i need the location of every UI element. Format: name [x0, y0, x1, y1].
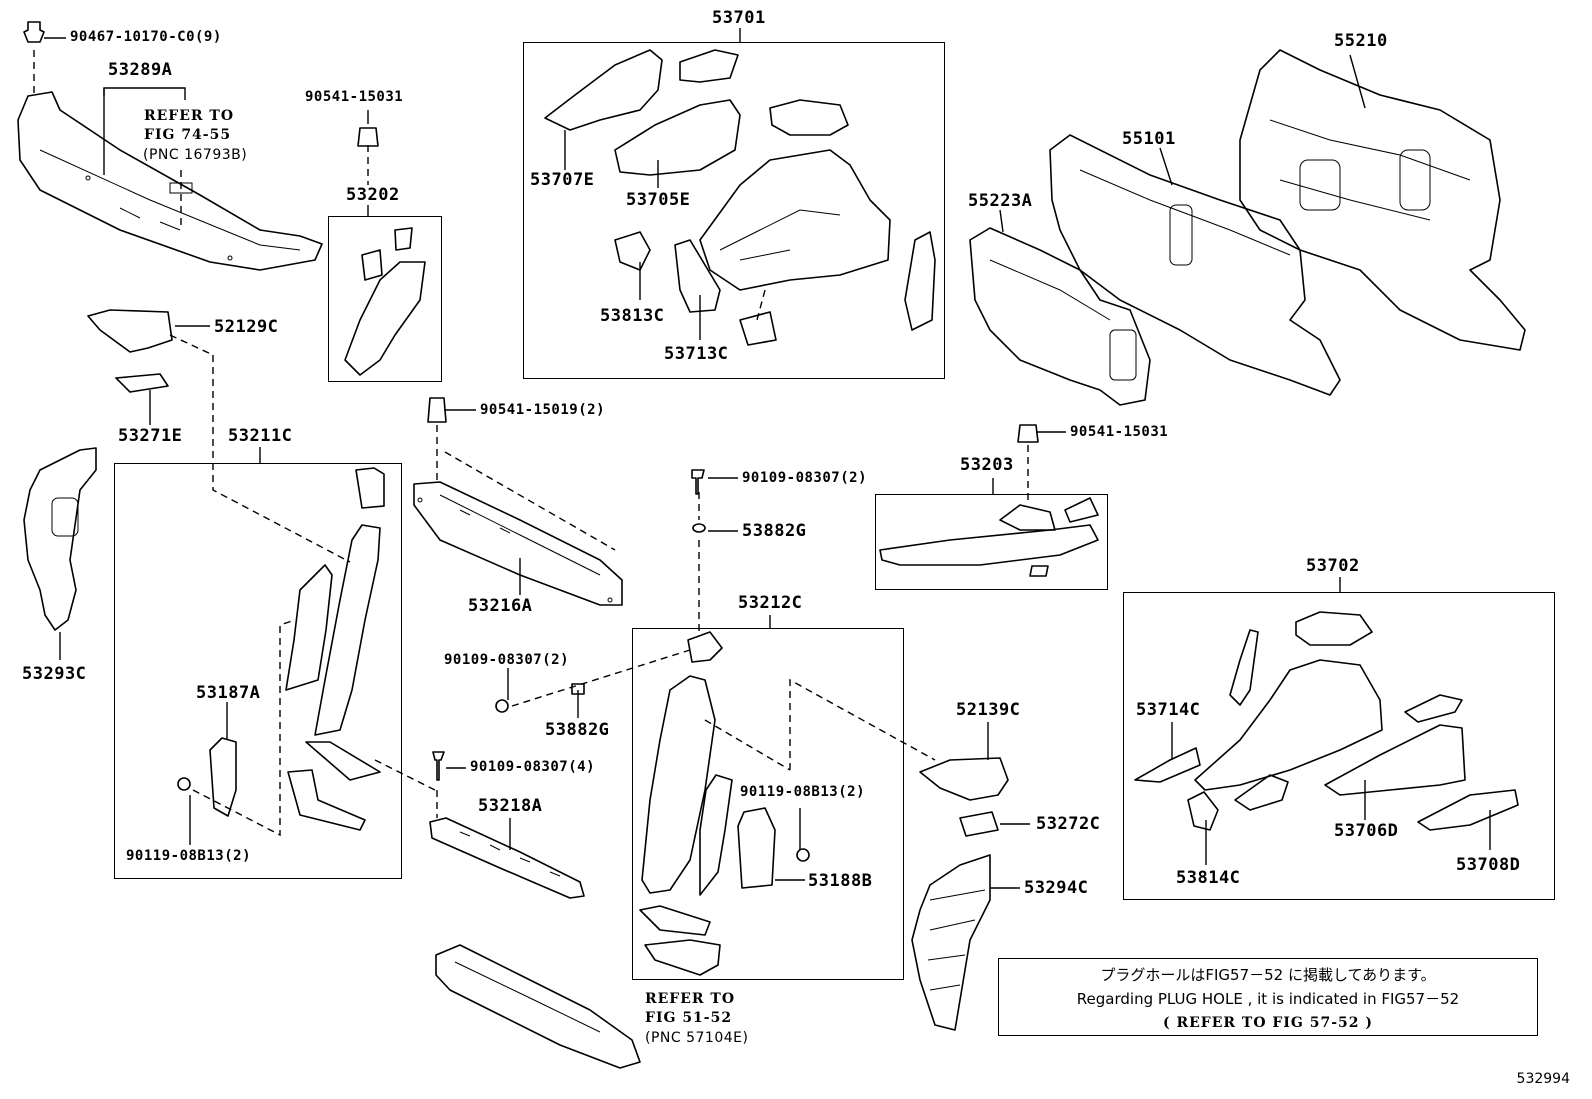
- part-label-53294C: 53294C: [1024, 878, 1089, 898]
- part-label-53707E: 53707E: [530, 170, 595, 190]
- part-outlines: [17, 21, 1526, 1069]
- part-label-90541-15019: 90541-15019(2): [480, 402, 606, 418]
- group-box-53701: [523, 42, 945, 379]
- bolt-markers: [85, 175, 613, 603]
- part-label-53714C: 53714C: [1136, 700, 1201, 720]
- part-label-53216A: 53216A: [468, 596, 533, 616]
- part-label-53882G-a: 53882G: [742, 521, 807, 541]
- pnc-label-57104E: (PNC 57104E): [645, 1030, 749, 1046]
- refer-label-51-line2: FIG 51-52: [645, 1010, 733, 1026]
- part-label-55223A: 55223A: [968, 191, 1033, 211]
- part-label-53272C: 53272C: [1036, 814, 1101, 834]
- part-label-90541-15031-b: 90541-15031: [1070, 424, 1169, 440]
- group-box-53203: [875, 494, 1108, 590]
- part-label-53702: 53702: [1306, 556, 1360, 576]
- plug-hole-note: プラグホールはFIG57－52 に掲載してあります。 Regarding PLU…: [998, 958, 1538, 1036]
- refer-label-51-line1: REFER TO: [645, 991, 736, 1007]
- part-label-53882G-b: 53882G: [545, 720, 610, 740]
- group-box-53211C: [114, 463, 402, 879]
- part-label-53705E: 53705E: [626, 190, 691, 210]
- part-label-90541-15031-a: 90541-15031: [305, 89, 404, 105]
- part-label-55210: 55210: [1334, 31, 1388, 51]
- part-label-53187A: 53187A: [196, 683, 261, 703]
- part-label-53293C: 53293C: [22, 664, 87, 684]
- part-label-53708D: 53708D: [1456, 855, 1521, 875]
- refer-label-74-line2: FIG 74-55: [144, 127, 232, 143]
- part-label-53218A: 53218A: [478, 796, 543, 816]
- part-label-53188B: 53188B: [808, 871, 873, 891]
- part-label-53289A: 53289A: [108, 60, 173, 80]
- part-label-90467: 90467-10170-C0(9): [70, 29, 222, 45]
- part-label-90119-b: 90119-08B13(2): [740, 784, 866, 800]
- pnc-label-16793B: (PNC 16793B): [143, 147, 248, 163]
- part-label-90109-a: 90109-08307(2): [742, 470, 868, 486]
- part-label-52139C: 52139C: [956, 700, 1021, 720]
- part-label-53814C: 53814C: [1176, 868, 1241, 888]
- part-label-90119-a: 90119-08B13(2): [126, 848, 252, 864]
- part-label-52129C: 52129C: [214, 317, 279, 337]
- part-label-53212C: 53212C: [738, 593, 803, 613]
- part-label-53813C: 53813C: [600, 306, 665, 326]
- part-label-53202: 53202: [346, 185, 400, 205]
- figure-id: 532994: [1516, 1071, 1570, 1087]
- part-label-53203: 53203: [960, 455, 1014, 475]
- part-label-53713C: 53713C: [664, 344, 729, 364]
- part-label-55101: 55101: [1122, 129, 1176, 149]
- part-label-53706D: 53706D: [1334, 821, 1399, 841]
- part-label-53211C: 53211C: [228, 426, 293, 446]
- part-label-53271E: 53271E: [118, 426, 183, 446]
- group-box-53212C: [632, 628, 904, 980]
- group-box-53702: [1123, 592, 1555, 900]
- refer-label-74-line1: REFER TO: [144, 108, 235, 124]
- part-label-90109-c: 90109-08307(4): [470, 759, 596, 775]
- part-label-90109-b: 90109-08307(2): [444, 652, 570, 668]
- note-line-japanese: プラグホールはFIG57－52 に掲載してあります。: [1100, 966, 1436, 984]
- group-box-53202: [328, 216, 442, 382]
- note-line-english: Regarding PLUG HOLE , it is indicated in…: [1076, 990, 1460, 1008]
- note-line-refer: ( REFER TO FIG 57-52 ): [1162, 1015, 1373, 1031]
- part-label-53701: 53701: [712, 8, 766, 28]
